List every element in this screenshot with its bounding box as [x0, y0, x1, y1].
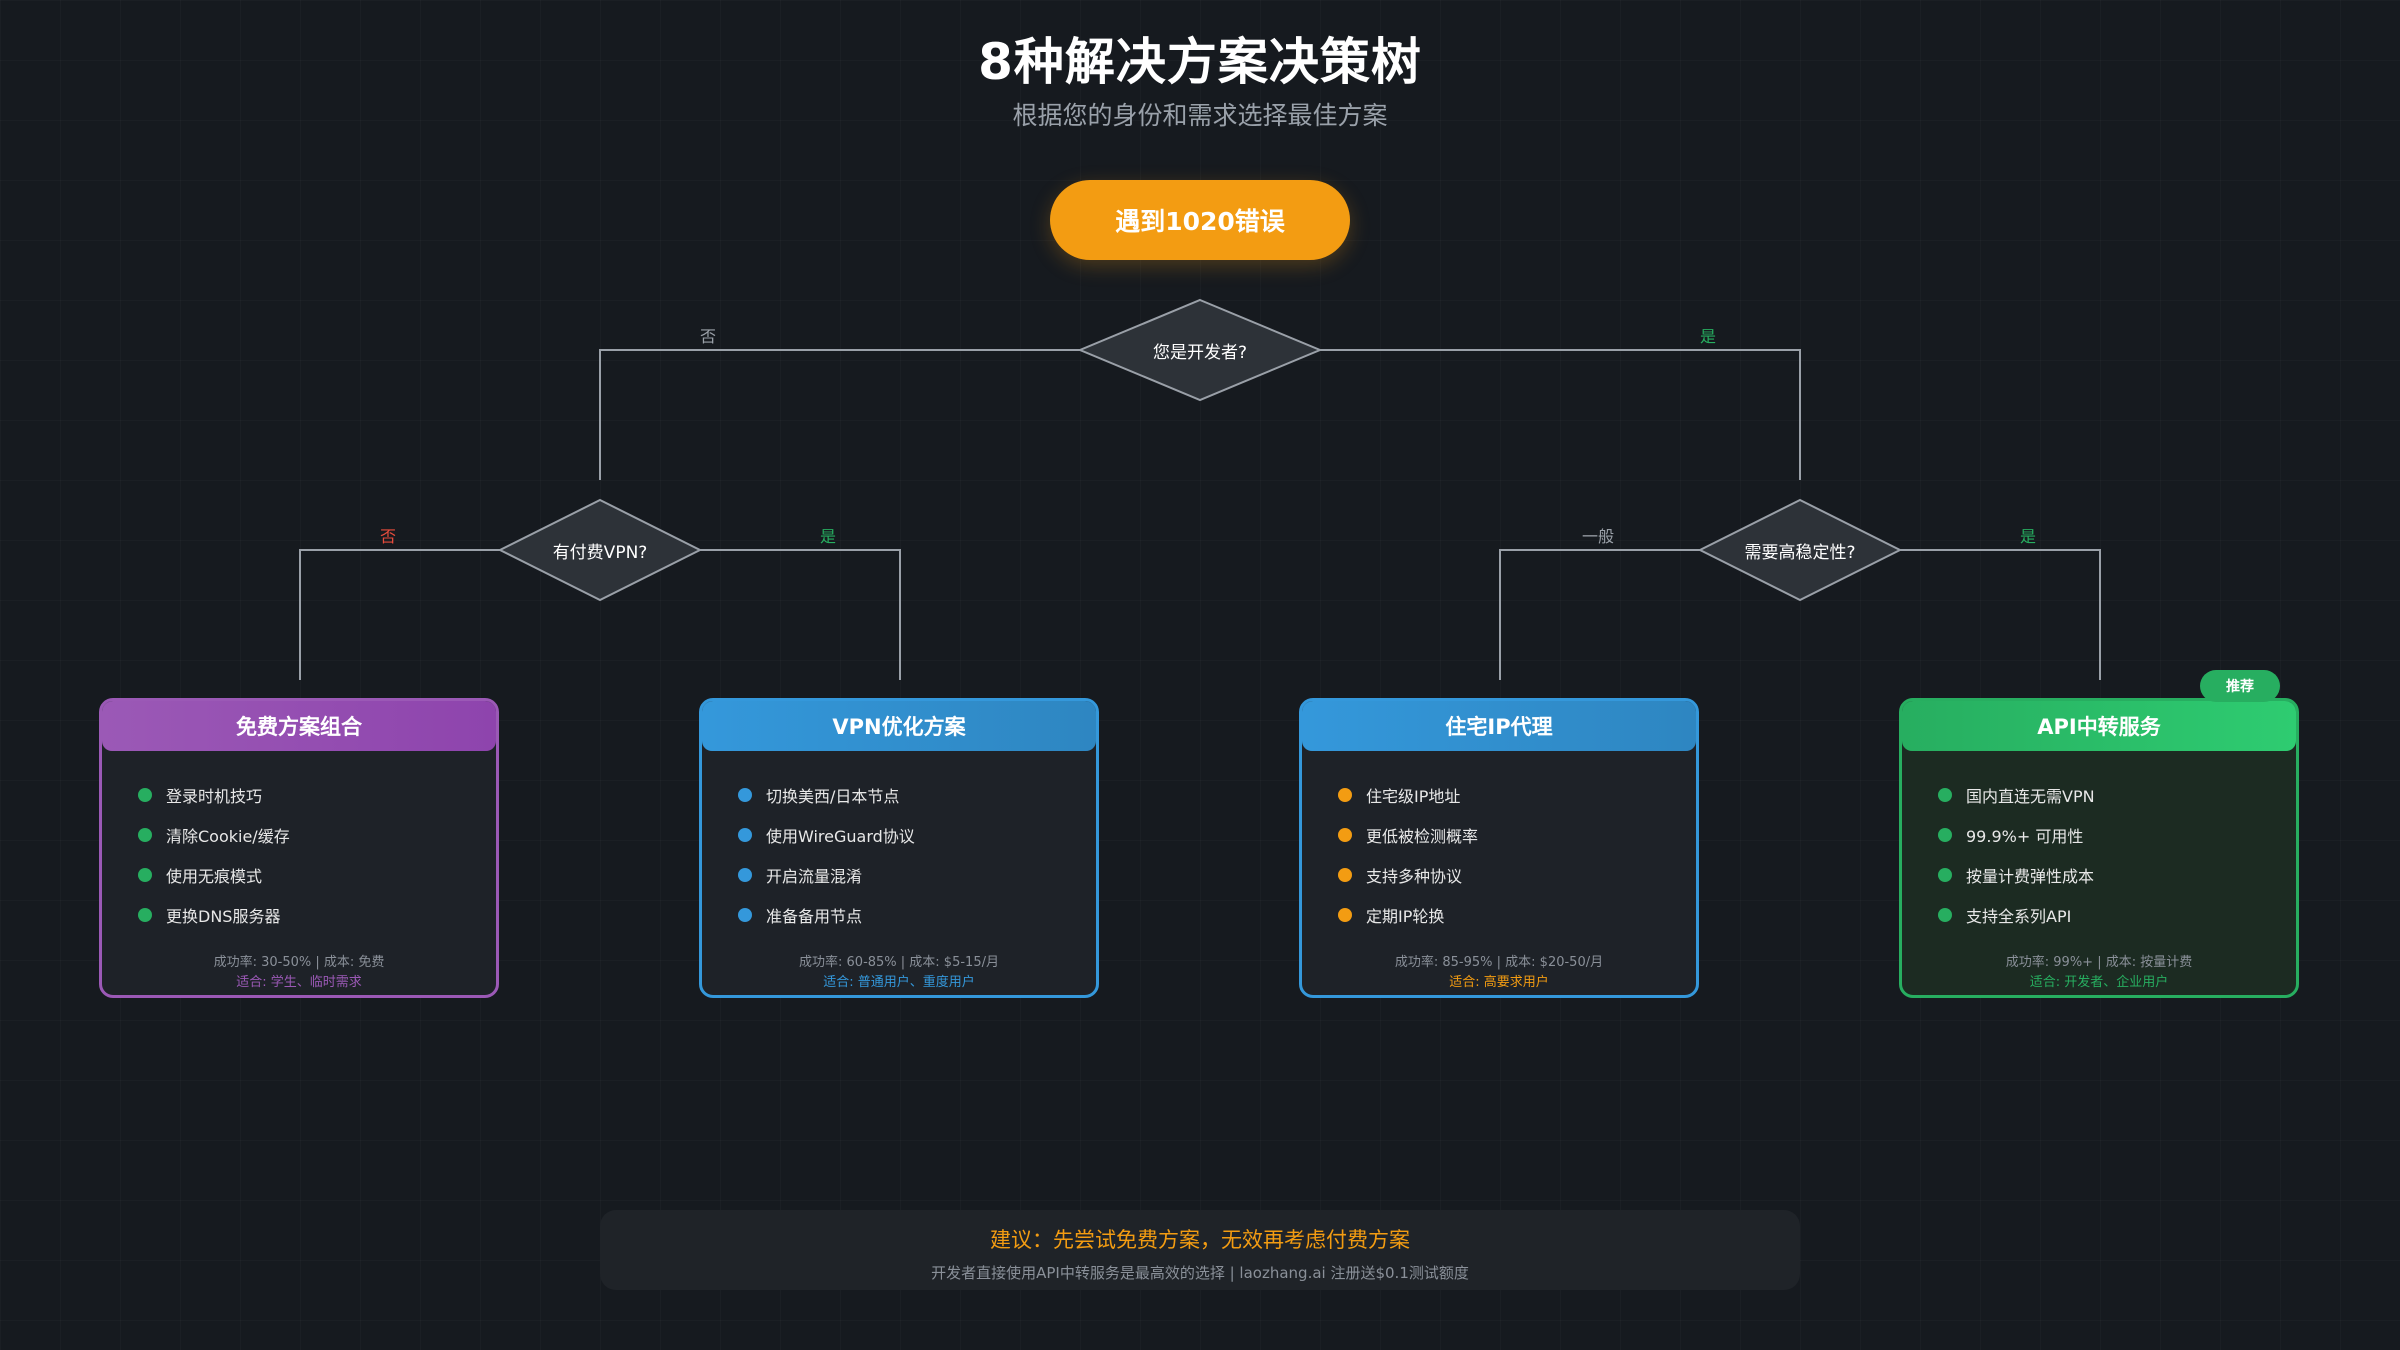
bullet-dot-icon	[1338, 868, 1352, 882]
list-item: 清除Cookie/缓存	[138, 815, 496, 855]
branch-label-stability-yes: 是	[2019, 527, 2037, 546]
solution-card-vpn: VPN优化方案 切换美西/日本节点 使用WireGuard协议 开启流量混淆 准…	[699, 698, 1099, 998]
branch-label-root-no: 否	[699, 327, 717, 346]
card-title: 免费方案组合	[102, 701, 496, 751]
bullet-dot-icon	[738, 908, 752, 922]
list-item-text: 开启流量混淆	[766, 867, 863, 886]
bullet-dot-icon	[1938, 908, 1952, 922]
card-stats: 成功率: 85-95% | 成本: $20-50/月	[1394, 955, 1604, 970]
list-item: 使用WireGuard协议	[738, 815, 1096, 855]
branch-label-vpn-yes: 是	[819, 527, 837, 546]
solution-card-free: 免费方案组合 登录时机技巧 清除Cookie/缓存 使用无痕模式 更换DNS服务…	[99, 698, 499, 998]
list-item: 准备备用节点	[738, 895, 1096, 935]
bullet-dot-icon	[1938, 788, 1952, 802]
bullet-dot-icon	[138, 868, 152, 882]
list-item: 99.9%+ 可用性	[1938, 815, 2296, 855]
page-title: 8种解决方案决策树	[978, 33, 1422, 91]
bullet-dot-icon	[738, 868, 752, 882]
card-feature-list: 国内直连无需VPN 99.9%+ 可用性 按量计费弹性成本 支持全系列API	[1902, 775, 2296, 935]
connector-root-yes	[1320, 349, 1801, 480]
card-feature-list: 登录时机技巧 清除Cookie/缓存 使用无痕模式 更换DNS服务器	[102, 775, 496, 935]
card-stats: 成功率: 30-50% | 成本: 免费	[213, 955, 385, 970]
list-item-text: 支持全系列API	[1966, 907, 2072, 926]
card-fit: 适合: 普通用户、重度用户	[823, 975, 975, 990]
connector-root-no	[599, 349, 1080, 480]
list-item: 使用无痕模式	[138, 855, 496, 895]
list-item: 开启流量混淆	[738, 855, 1096, 895]
bullet-dot-icon	[738, 828, 752, 842]
list-item-text: 按量计费弹性成本	[1966, 867, 2095, 886]
list-item-text: 国内直连无需VPN	[1966, 787, 2095, 806]
list-item: 按量计费弹性成本	[1938, 855, 2296, 895]
bullet-dot-icon	[1338, 788, 1352, 802]
list-item-text: 切换美西/日本节点	[766, 787, 900, 806]
list-item-text: 99.9%+ 可用性	[1966, 827, 2084, 846]
list-item: 住宅级IP地址	[1338, 775, 1696, 815]
decision-vpn-diamond	[497, 498, 703, 602]
branch-label-stability-normal: 一般	[1581, 527, 1615, 546]
decision-stability-diamond	[1697, 498, 1903, 602]
bullet-dot-icon	[1338, 908, 1352, 922]
decision-stability-label: 需要高稳定性?	[1744, 542, 1856, 563]
decision-vpn-label: 有付费VPN?	[552, 542, 648, 563]
list-item: 更低被检测概率	[1338, 815, 1696, 855]
card-feature-list: 切换美西/日本节点 使用WireGuard协议 开启流量混淆 准备备用节点	[702, 775, 1096, 935]
solution-card-api-relay: API中转服务 国内直连无需VPN 99.9%+ 可用性 按量计费弹性成本 支持…	[1899, 698, 2299, 998]
list-item-text: 住宅级IP地址	[1366, 787, 1461, 806]
bullet-dot-icon	[138, 908, 152, 922]
start-node: 遇到1020错误	[1050, 180, 1350, 260]
list-item: 切换美西/日本节点	[738, 775, 1096, 815]
page-subtitle: 根据您的身份和需求选择最佳方案	[1012, 101, 1388, 130]
connector-stability-yes	[1900, 549, 2101, 680]
list-item: 国内直连无需VPN	[1938, 775, 2296, 815]
solution-card-residential-proxy: 住宅IP代理 住宅级IP地址 更低被检测概率 支持多种协议 定期IP轮换 成功率…	[1299, 698, 1699, 998]
list-item-text: 使用WireGuard协议	[766, 827, 915, 846]
card-stats: 成功率: 60-85% | 成本: $5-15/月	[799, 955, 999, 970]
tip-box: 建议：先尝试免费方案，无效再考虑付费方案 开发者直接使用API中转服务是最高效的…	[600, 1210, 1800, 1290]
connector-stability-normal	[1499, 549, 1700, 680]
card-stats: 成功率: 99%+ | 成本: 按量计费	[2005, 955, 2193, 970]
list-item: 更换DNS服务器	[138, 895, 496, 935]
list-item-text: 使用无痕模式	[166, 867, 263, 886]
branch-label-vpn-no: 否	[379, 527, 397, 546]
card-fit: 适合: 开发者、企业用户	[2029, 975, 2169, 990]
connector-vpn-no	[299, 549, 500, 680]
tip-main-text: 建议：先尝试免费方案，无效再考虑付费方案	[990, 1228, 1410, 1252]
bullet-dot-icon	[1938, 828, 1952, 842]
card-title: VPN优化方案	[702, 701, 1096, 751]
list-item-text: 登录时机技巧	[166, 787, 263, 806]
card-title: API中转服务	[1902, 701, 2296, 751]
bullet-dot-icon	[738, 788, 752, 802]
list-item: 定期IP轮换	[1338, 895, 1696, 935]
bullet-dot-icon	[138, 828, 152, 842]
bullet-dot-icon	[1938, 868, 1952, 882]
card-title: 住宅IP代理	[1302, 701, 1696, 751]
list-item-text: 清除Cookie/缓存	[166, 827, 290, 846]
decision-root-label: 您是开发者?	[1152, 342, 1248, 363]
list-item-text: 支持多种协议	[1366, 867, 1463, 886]
list-item: 支持多种协议	[1338, 855, 1696, 895]
card-fit: 适合: 学生、临时需求	[236, 975, 362, 990]
connector-vpn-yes	[700, 549, 901, 680]
list-item-text: 更低被检测概率	[1366, 827, 1479, 846]
recommended-badge: 推荐	[2200, 670, 2280, 702]
card-fit: 适合: 高要求用户	[1449, 975, 1549, 990]
list-item-text: 更换DNS服务器	[166, 907, 281, 926]
tip-sub-text: 开发者直接使用API中转服务是最高效的选择 | laozhang.ai 注册送$…	[931, 1264, 1469, 1282]
branch-label-root-yes: 是	[1699, 327, 1717, 346]
list-item-text: 准备备用节点	[766, 907, 863, 926]
decision-root-diamond	[1077, 298, 1323, 402]
list-item: 登录时机技巧	[138, 775, 496, 815]
bullet-dot-icon	[138, 788, 152, 802]
card-feature-list: 住宅级IP地址 更低被检测概率 支持多种协议 定期IP轮换	[1302, 775, 1696, 935]
list-item: 支持全系列API	[1938, 895, 2296, 935]
list-item-text: 定期IP轮换	[1366, 907, 1445, 926]
bullet-dot-icon	[1338, 828, 1352, 842]
